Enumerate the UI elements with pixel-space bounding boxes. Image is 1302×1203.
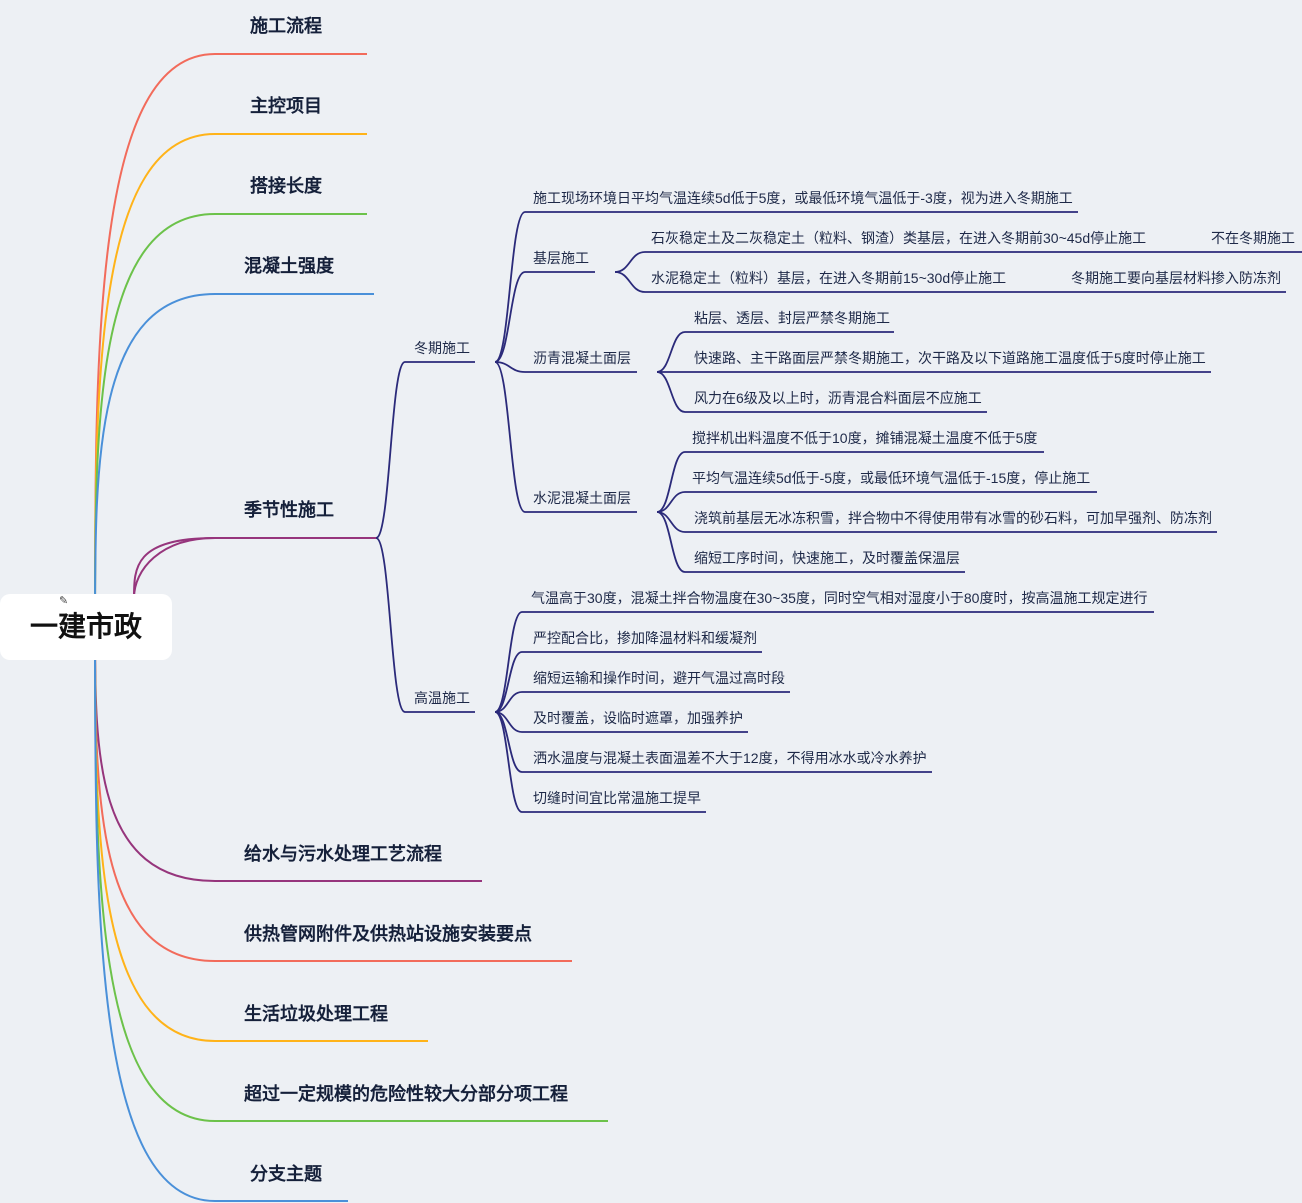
branch-connector bbox=[94, 53, 367, 628]
branch-concrete-strength[interactable]: 混凝土强度 bbox=[244, 256, 334, 276]
branch-lap-length[interactable]: 搭接长度 bbox=[250, 176, 322, 196]
sub-connector bbox=[494, 691, 790, 713]
branch-seasonal-construction[interactable]: 季节性施工 bbox=[244, 500, 334, 520]
sub-connector bbox=[494, 271, 595, 363]
branch-connector bbox=[94, 626, 482, 882]
branch-connector bbox=[94, 626, 348, 1202]
branch-heating-network[interactable]: 供热管网附件及供热站设施安装要点 bbox=[244, 924, 532, 944]
branch-subtopic[interactable]: 分支主题 bbox=[250, 1164, 322, 1184]
sub-connector bbox=[656, 451, 1044, 513]
node-summer-item[interactable]: 缩短运输和操作时间，避开气温过高时段 bbox=[533, 670, 785, 686]
branch-connector bbox=[94, 626, 572, 962]
sub-connector bbox=[656, 491, 1097, 513]
sub-connector bbox=[375, 537, 475, 713]
node-summer-construction[interactable]: 高温施工 bbox=[414, 690, 470, 706]
node-cement-item[interactable]: 平均气温连续5d低于-5度，或最低环境气温低于-15度，停止施工 bbox=[692, 470, 1091, 486]
sub-connector bbox=[494, 611, 1154, 713]
sub-connector bbox=[375, 361, 475, 539]
root-node[interactable]: 一建市政 bbox=[0, 594, 172, 660]
node-summer-item[interactable]: 及时覆盖，设临时遮罩，加强养护 bbox=[533, 710, 743, 726]
node-cement-item[interactable]: 缩短工序时间，快速施工，及时覆盖保温层 bbox=[694, 550, 960, 566]
node-cement-item[interactable]: 搅拌机出料温度不低于10度，摊铺混凝土温度不低于5度 bbox=[692, 430, 1038, 446]
node-summer-item[interactable]: 洒水温度与混凝土表面温差不大于12度，不得用冰水或冷水养护 bbox=[533, 750, 927, 766]
node-cement-base-note[interactable]: 冬期施工要向基层材料掺入防冻剂 bbox=[1071, 270, 1281, 286]
sub-connector bbox=[494, 361, 637, 513]
node-lime-base[interactable]: 石灰稳定土及二灰稳定土（粒料、钢渣）类基层，在进入冬期前30~45d停止施工 bbox=[651, 230, 1147, 246]
node-summer-item[interactable]: 气温高于30度，混凝土拌合物温度在30~35度，同时空气相对湿度小于80度时，按… bbox=[531, 590, 1148, 606]
node-base-construction[interactable]: 基层施工 bbox=[533, 250, 589, 266]
branch-construction-process[interactable]: 施工流程 bbox=[250, 16, 322, 36]
branch-connector bbox=[94, 133, 367, 628]
branch-waste-treatment[interactable]: 生活垃圾处理工程 bbox=[244, 1004, 388, 1024]
sub-connector bbox=[494, 211, 1078, 363]
node-summer-item[interactable]: 严控配合比，掺加降温材料和缓凝剂 bbox=[533, 630, 757, 646]
branch-dangerous-works[interactable]: 超过一定规模的危险性较大分部分项工程 bbox=[244, 1084, 568, 1104]
sub-connector bbox=[494, 651, 762, 713]
branch-connector bbox=[133, 537, 216, 599]
root-label: 一建市政 bbox=[29, 611, 142, 642]
branch-water-treatment[interactable]: 给水与污水处理工艺流程 bbox=[244, 844, 442, 864]
node-winter-intro[interactable]: 施工现场环境日平均气温连续5d低于5度，或最低环境气温低于-3度，视为进入冬期施… bbox=[533, 190, 1073, 206]
sub-connector bbox=[614, 271, 1012, 293]
branch-main-control-items[interactable]: 主控项目 bbox=[250, 96, 322, 116]
sub-connector bbox=[494, 361, 637, 373]
node-cement-base[interactable]: 水泥稳定土（粒料）基层，在进入冬期前15~30d停止施工 bbox=[651, 270, 1007, 286]
sub-connector bbox=[656, 331, 894, 373]
node-cement-surface[interactable]: 水泥混凝土面层 bbox=[533, 490, 631, 506]
node-asphalt-item[interactable]: 粘层、透层、封层严禁冬期施工 bbox=[694, 310, 890, 326]
node-asphalt-item[interactable]: 快速路、主干路面层严禁冬期施工，次干路及以下道路施工温度低于5度时停止施工 bbox=[694, 350, 1206, 366]
node-lime-base-note[interactable]: 不在冬期施工 bbox=[1211, 230, 1295, 246]
sub-connector bbox=[494, 711, 706, 813]
sub-connector bbox=[656, 511, 965, 573]
node-asphalt-surface[interactable]: 沥青混凝土面层 bbox=[533, 350, 631, 366]
sub-connector bbox=[614, 251, 1150, 273]
sub-connector bbox=[656, 371, 987, 413]
branch-connector bbox=[94, 626, 428, 1042]
node-summer-item[interactable]: 切缝时间宜比常温施工提早 bbox=[533, 790, 701, 806]
node-winter-construction[interactable]: 冬期施工 bbox=[414, 340, 470, 356]
node-cement-item[interactable]: 浇筑前基层无冰冻积雪，拌合物中不得使用带有冰雪的砂石料，可加早强剂、防冻剂 bbox=[694, 510, 1212, 526]
node-asphalt-item[interactable]: 风力在6级及以上时，沥青混合料面层不应施工 bbox=[694, 390, 982, 406]
pin-icon: ✎ bbox=[59, 595, 69, 607]
branch-connector bbox=[94, 293, 374, 628]
